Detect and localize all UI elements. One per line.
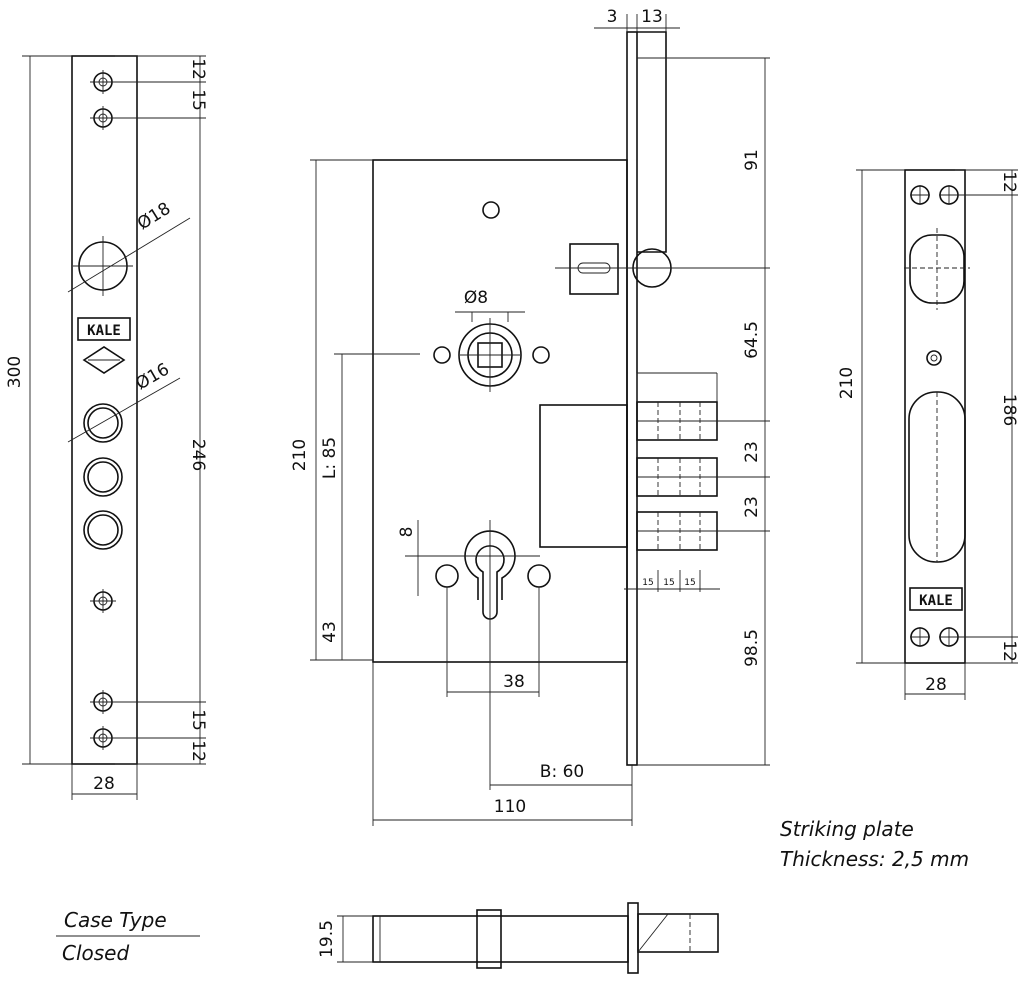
striking-plate-bottom-offset-label: 12 (999, 640, 1019, 662)
lock-forend (626, 31, 638, 766)
front-plate-hole-medium-label: Ø16 (133, 360, 173, 395)
center-distance-label: L: 85 (320, 437, 340, 479)
front-plate-latch-hole (67, 217, 191, 296)
front-plate-span-label: 246 (188, 439, 208, 471)
front-plate-brand-label: KALE (87, 323, 121, 339)
striking-plate-width-label: 28 (925, 675, 947, 695)
striking-plate-brand-label: KALE (919, 593, 953, 609)
case-depth-label: 19.5 (317, 920, 337, 958)
front-plate-brand-logo: KALE (77, 317, 131, 374)
striking-plate-caption: Striking plate (780, 817, 914, 841)
cylinder-to-bottom-label: 43 (320, 621, 340, 643)
front-plate-top-offset-2: 15 (188, 89, 208, 111)
front-plate-screw-hole (90, 690, 116, 714)
striking-plate-view: 210 KALE 12 1 (780, 169, 1019, 871)
bolt-throw-2-label: 15 (663, 578, 674, 588)
spindle-follower (433, 318, 550, 392)
front-plate-outline (71, 55, 138, 765)
front-plate-screw-hole (90, 70, 116, 94)
case-type-label: Case Type (64, 908, 167, 932)
striking-plate-thickness: Thickness: 2,5 mm (780, 847, 969, 871)
striking-plate-height-label: 210 (837, 367, 857, 399)
striking-plate-top-offset-label: 12 (999, 171, 1019, 193)
fixing-distance-label: 38 (503, 672, 525, 692)
front-plate-bolt-hole (67, 377, 181, 443)
latch-block (569, 243, 619, 295)
front-plate-bottom-offset-1: 12 (188, 740, 208, 762)
lock-body-view: 3 13 Ø8 8 (290, 7, 770, 826)
latch-arm (637, 31, 667, 253)
front-plate-top-offset-1: 12 (188, 58, 208, 80)
lock-height-label: 210 (290, 439, 310, 471)
top-to-latch-label: 91 (742, 149, 762, 171)
lock-section-view: 19.5 (317, 902, 719, 974)
spindle-size-label: Ø8 (464, 288, 488, 308)
front-plate-bottom-offset-2: 15 (188, 709, 208, 731)
striking-plate-screw-hole (910, 185, 930, 205)
bolt-throw-1-label: 15 (642, 578, 653, 588)
bolt-to-bottom-label: 98.5 (742, 629, 762, 667)
front-plate-bolt-hole (83, 510, 123, 550)
backset-label: B: 60 (540, 762, 584, 782)
latch-to-bolt-label: 64.5 (742, 321, 762, 359)
front-plate-height-label: 300 (5, 356, 25, 388)
case-type-note: Case Type Closed (56, 908, 200, 965)
front-plate-screw-hole (90, 726, 116, 750)
bolt-pitch-1-label: 23 (742, 441, 762, 463)
front-plate-hole-large-label: Ø18 (134, 199, 174, 235)
striking-plate-inner-span-label: 186 (999, 394, 1019, 426)
deadbolt (636, 511, 718, 551)
case-width-label: 110 (494, 797, 526, 817)
lock-thickness-2-label: 13 (641, 7, 663, 27)
lock-case-outline (372, 159, 628, 663)
front-plate-view: 300 12 15 246 15 12 Ø18 (5, 55, 208, 800)
cylinder-keyhole (435, 520, 551, 790)
front-plate-screw-hole (90, 589, 116, 613)
front-plate-bolt-hole (83, 457, 123, 497)
front-plate-width-label: 28 (93, 774, 115, 794)
front-plate-screw-hole (90, 106, 116, 130)
deadbolt (636, 457, 718, 497)
bolt-pitch-2-label: 23 (742, 496, 762, 518)
deadbolt (636, 401, 718, 441)
striking-plate-screw-hole (910, 627, 930, 647)
lock-thickness-1-label: 3 (607, 7, 618, 27)
bolt-throw-3-label: 15 (684, 578, 695, 588)
case-type-value: Closed (62, 941, 129, 965)
bolt-housing (539, 404, 628, 548)
keyhole-width-label: 8 (397, 527, 417, 538)
